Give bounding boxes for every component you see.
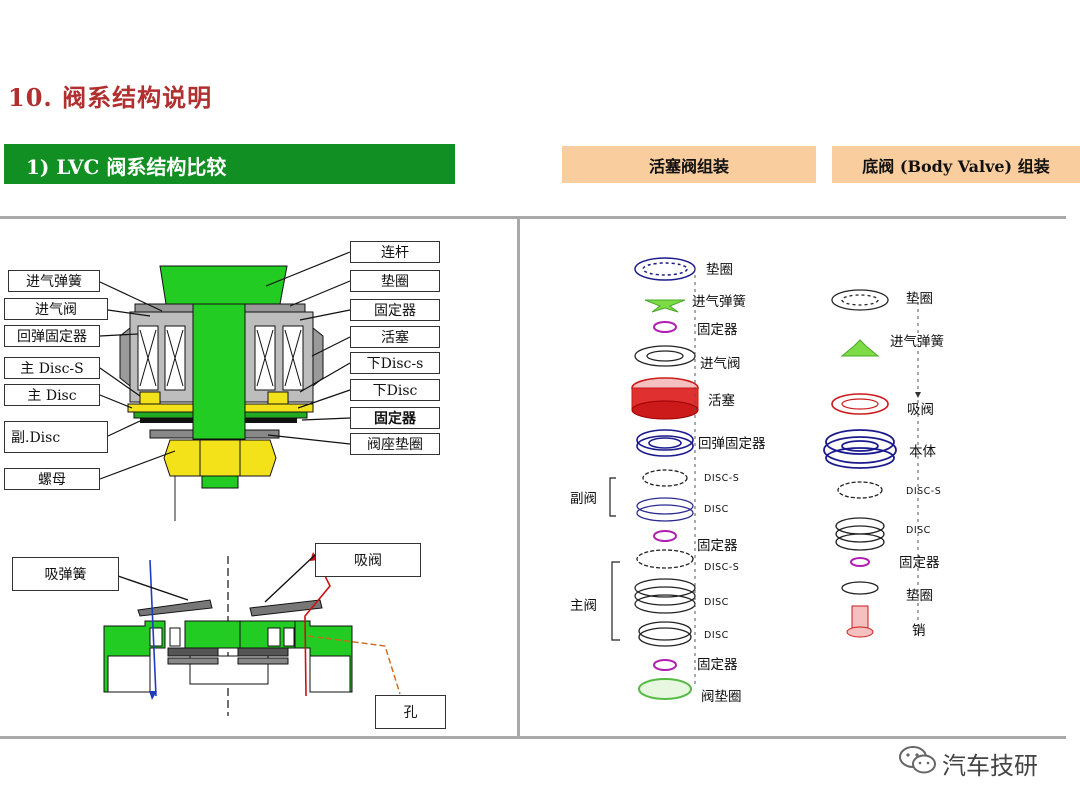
piston-group-main-valve: 主阀 bbox=[570, 598, 597, 614]
piston-assembly-tag: 活塞阀组装 bbox=[562, 146, 816, 183]
piston-part-valve-washer: 阀垫圈 bbox=[701, 689, 742, 705]
piston-part-washer: 垫圈 bbox=[706, 262, 733, 278]
piston-part-piston: 活塞 bbox=[708, 393, 735, 409]
piston-part-rebound-retainer: 回弹固定器 bbox=[698, 436, 766, 452]
page-title: 10. 阀系结构说明 bbox=[8, 83, 213, 112]
label-lower-disc: 下Disc bbox=[350, 379, 440, 401]
label-retainer-top: 固定器 bbox=[350, 299, 440, 321]
label-retainer-bottom: 固定器 bbox=[350, 407, 440, 429]
piston-part-retainer-1: 固定器 bbox=[697, 322, 738, 338]
label-lower-disc-s: 下Disc-s bbox=[350, 352, 440, 374]
piston-part-disc-2: DISC bbox=[704, 597, 729, 608]
label-intake-spring: 进气弹簧 bbox=[8, 270, 100, 292]
body-part-suction-valve: 吸阀 bbox=[907, 402, 934, 418]
piston-part-intake-spring: 进气弹簧 bbox=[692, 294, 746, 310]
body-part-disc-s: DISC-S bbox=[906, 486, 942, 497]
body-valve-assembly-tag: 底阀 (Body Valve) 组装 bbox=[832, 146, 1080, 183]
label-washer: 垫圈 bbox=[350, 270, 440, 292]
label-rebound-retainer: 回弹固定器 bbox=[4, 325, 100, 347]
label-main-disc: 主 Disc bbox=[4, 384, 100, 406]
piston-valve-cross-section bbox=[99, 251, 401, 716]
body-part-washer-2: 垫圈 bbox=[906, 588, 933, 604]
label-suction-valve: 吸阀 bbox=[315, 543, 421, 577]
piston-part-disc-s-2: DISC-S bbox=[704, 562, 740, 573]
label-main-disc-s: 主 Disc-S bbox=[4, 357, 100, 379]
piston-assembly-exploded-view bbox=[609, 257, 921, 700]
piston-part-disc-s-1: DISC-S bbox=[704, 473, 740, 484]
piston-part-retainer-3: 固定器 bbox=[697, 657, 738, 673]
label-piston: 活塞 bbox=[350, 326, 440, 348]
top-divider bbox=[0, 216, 1066, 219]
label-sub-disc: 副.Disc bbox=[4, 421, 108, 453]
piston-part-disc-3: DISC bbox=[704, 630, 729, 641]
body-part-disc: DISC bbox=[906, 525, 931, 536]
body-part-retainer: 固定器 bbox=[899, 555, 940, 571]
body-part-pin: 销 bbox=[912, 623, 926, 639]
label-nut: 螺母 bbox=[4, 468, 100, 490]
wechat-icon bbox=[899, 746, 936, 774]
label-rod: 连杆 bbox=[350, 241, 440, 263]
body-part-body: 本体 bbox=[909, 444, 936, 460]
label-hole: 孔 bbox=[375, 695, 446, 729]
watermark-brand: 汽车技研 bbox=[942, 752, 1038, 780]
section-banner: 1) LVC 阀系结构比较 bbox=[4, 144, 455, 184]
piston-group-sub-valve: 副阀 bbox=[570, 491, 597, 507]
body-part-washer: 垫圈 bbox=[906, 291, 933, 307]
center-divider bbox=[517, 216, 520, 738]
label-intake-valve: 进气阀 bbox=[4, 298, 108, 320]
label-suction-spring: 吸弹簧 bbox=[12, 557, 119, 591]
piston-part-retainer-2: 固定器 bbox=[697, 538, 738, 554]
piston-part-intake-valve: 进气阀 bbox=[700, 356, 741, 372]
bottom-divider bbox=[0, 736, 1066, 739]
body-part-intake-spring: 进气弹簧 bbox=[890, 334, 944, 350]
label-seat-washer: 阀座垫圈 bbox=[350, 433, 440, 455]
section-title: 1) LVC 阀系结构比较 bbox=[26, 155, 227, 179]
piston-part-disc-1: DISC bbox=[704, 504, 729, 515]
